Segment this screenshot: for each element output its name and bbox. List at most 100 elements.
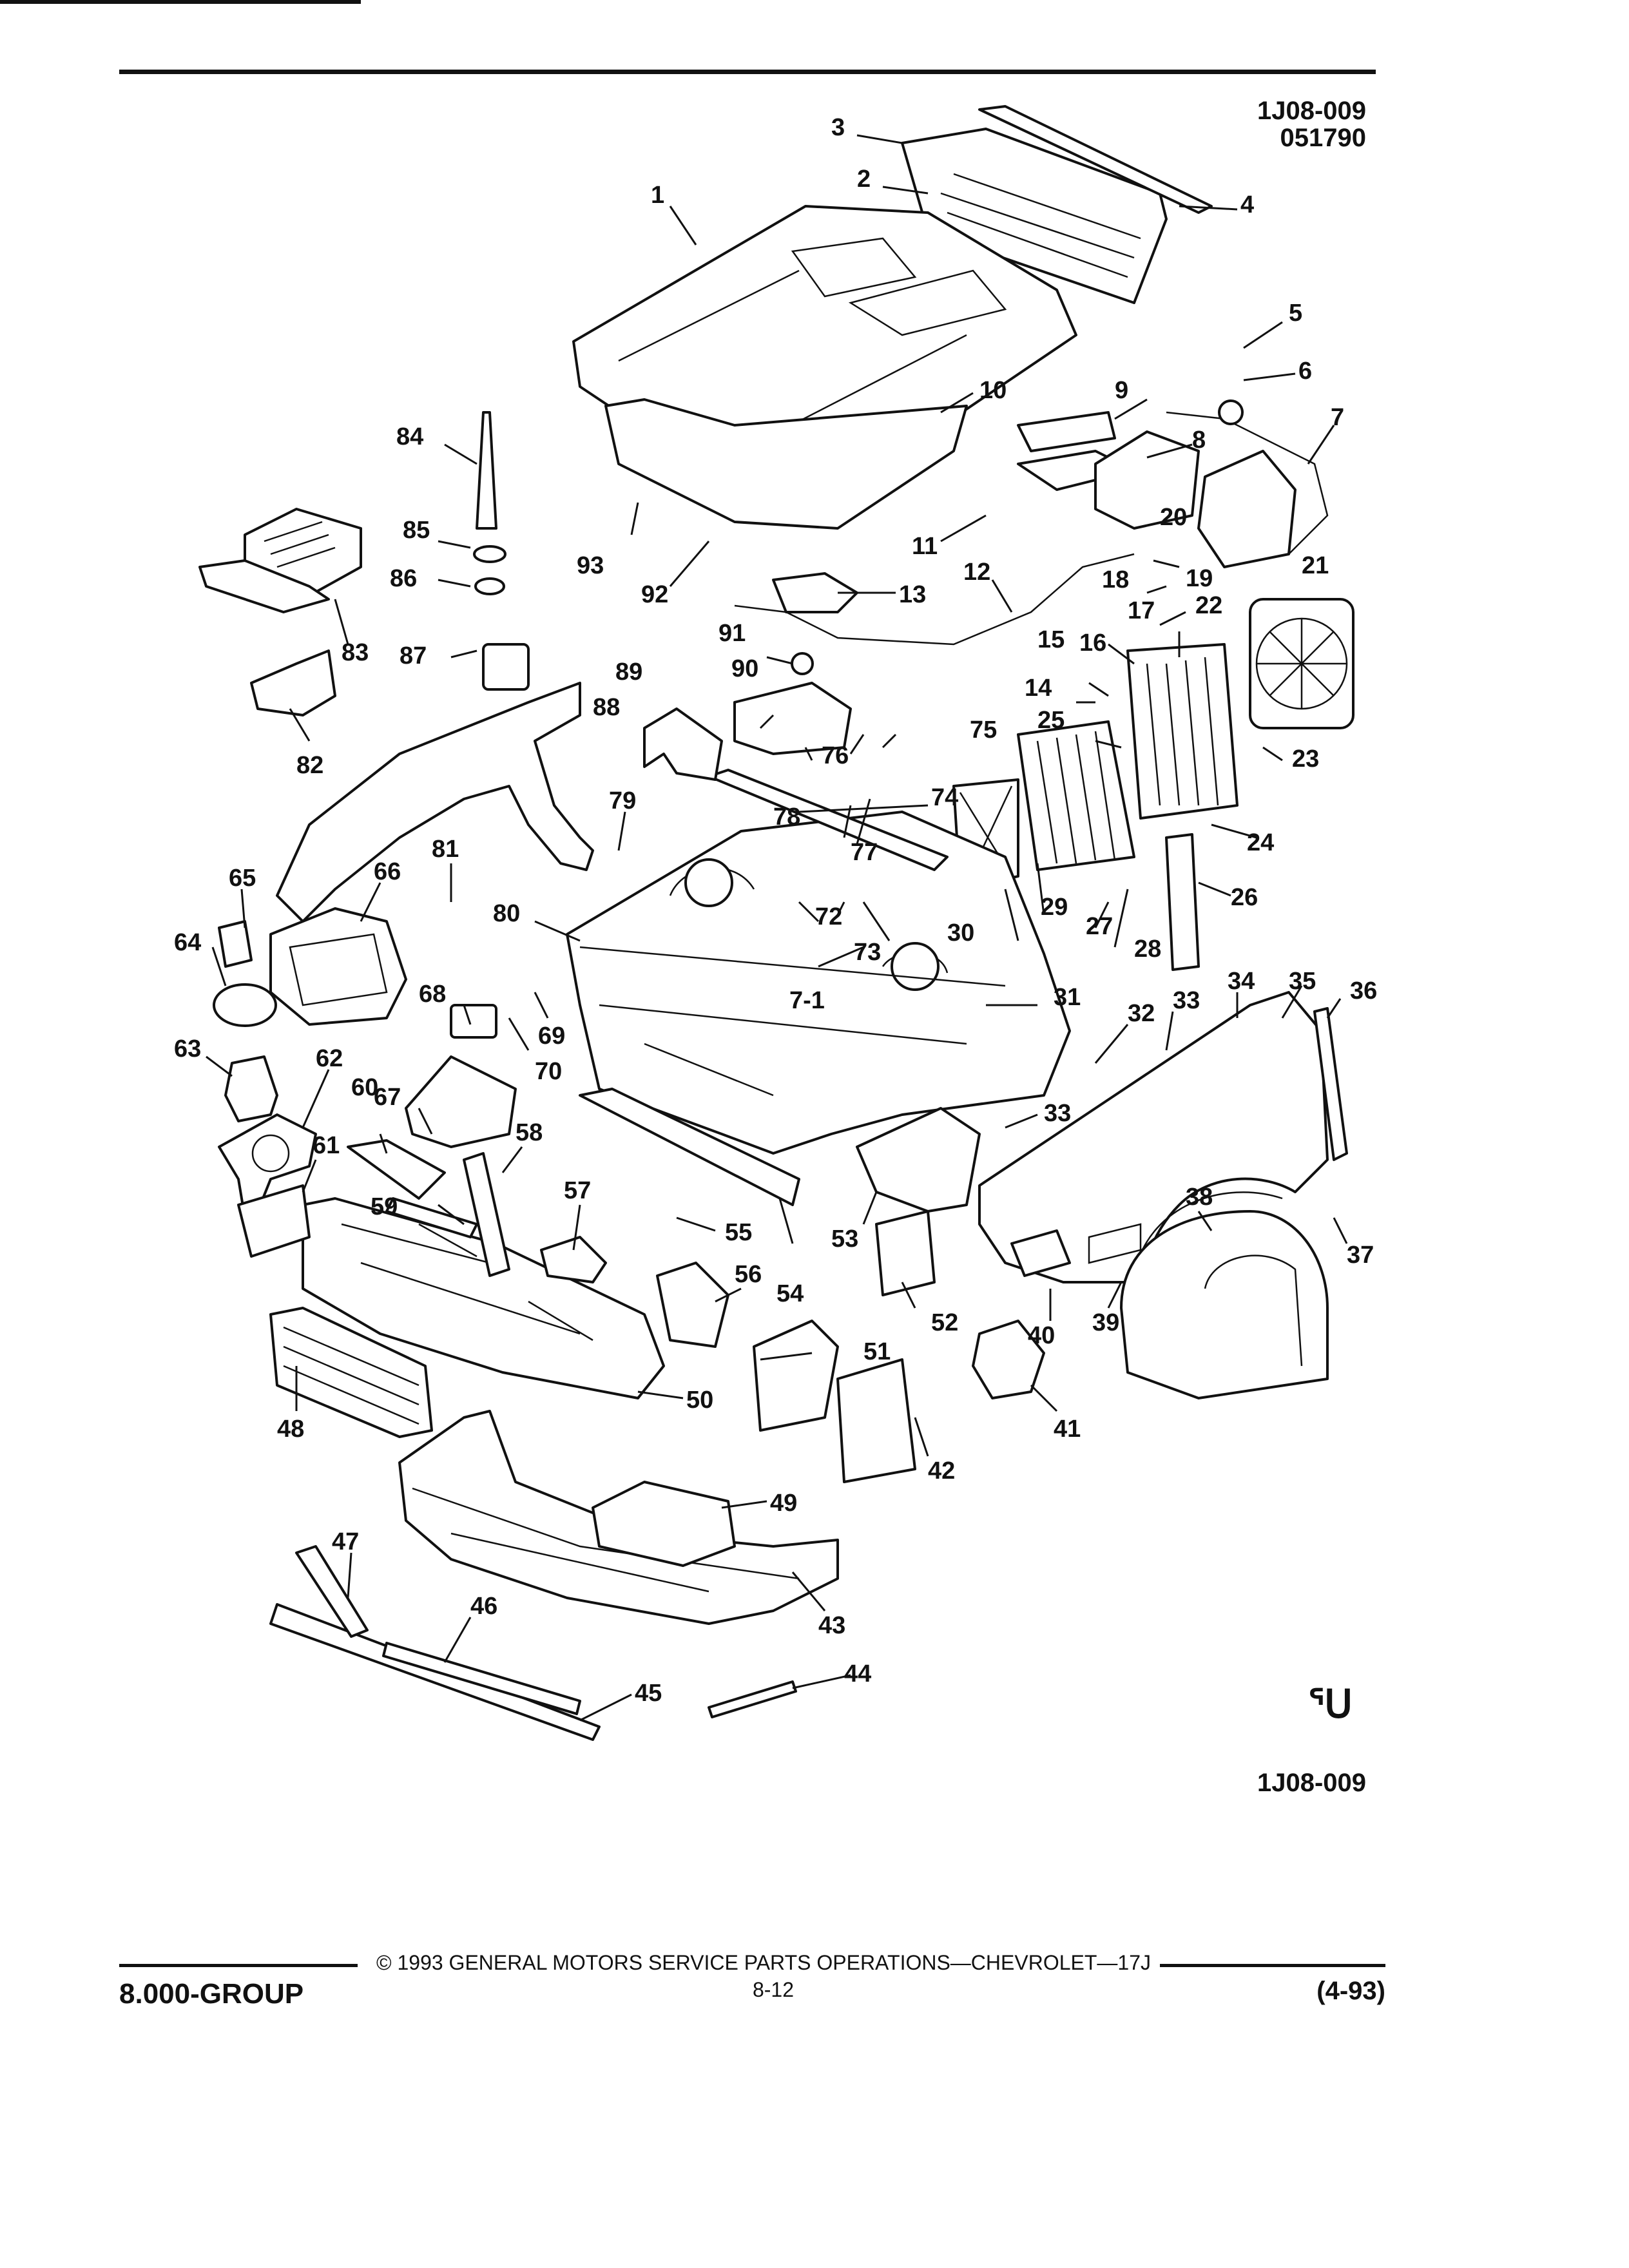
cowl-vent-slots [940,173,1141,278]
callout-51: 51 [863,1338,891,1365]
inner-fender-panel [276,682,594,923]
callout-30: 30 [947,919,974,947]
callout-61: 61 [313,1132,340,1159]
callout-59: 59 [371,1193,398,1220]
support-brace [385,1197,478,1238]
callout-7-1: 7-1 [789,987,825,1014]
callout-33-lower: 33 [1044,1100,1071,1127]
callout-40: 40 [1028,1322,1055,1349]
fan-blades [1257,619,1347,709]
callout-23: 23 [1292,745,1319,773]
callout-72: 72 [815,903,842,930]
header-code: 1J08-009 [1257,97,1366,125]
callout-8: 8 [1192,427,1206,454]
callout-82: 82 [296,752,323,779]
callout-28: 28 [1134,936,1161,963]
lower-grille [269,1307,433,1438]
callout-5: 5 [1289,300,1302,327]
callout-92: 92 [641,581,668,608]
callout-44: 44 [844,1660,871,1687]
callout-65: 65 [229,865,256,892]
callout-68: 68 [419,981,446,1008]
callout-7: 7 [1331,404,1344,431]
washer-cap [1218,399,1244,425]
callout-78: 78 [773,803,800,831]
footer-page-number: 8-12 [752,1978,795,2001]
brand-mark: ᕐᑌ [1308,1682,1353,1725]
junction-block [482,643,530,691]
callout-69: 69 [538,1023,565,1050]
callout-labels: 1 2 3 4 5 6 7 8 9 10 11 12 13 14 15 16 1… [174,114,1377,1707]
splash-panel [836,1358,916,1483]
callout-26: 26 [1231,884,1258,911]
antenna-nut [474,577,505,595]
callout-88: 88 [593,694,620,721]
front-spoiler-molding [382,1642,581,1715]
headlamp-housing-frame [289,933,388,1006]
callout-74: 74 [931,784,958,811]
callout-16: 16 [1079,629,1106,657]
fascia-crease [412,1487,800,1593]
callout-80: 80 [493,900,520,927]
callout-38: 38 [1186,1184,1213,1211]
side-baffle [1165,833,1200,971]
callout-84: 84 [396,423,423,450]
callout-21: 21 [1302,552,1329,579]
callout-90: 90 [731,655,758,682]
callout-60: 60 [351,1074,378,1101]
top-edge-rule [0,0,361,4]
callout-1: 1 [651,182,664,209]
callout-17: 17 [1128,597,1155,624]
callout-25: 25 [1037,707,1065,734]
callout-58: 58 [516,1119,543,1146]
lower-filler-panel [579,1088,800,1206]
callout-31: 31 [1054,984,1081,1011]
callout-93: 93 [577,552,604,579]
headlamp-housing [269,907,407,1026]
callout-9: 9 [1115,377,1128,404]
callout-19: 19 [1186,565,1213,592]
callout-29: 29 [1041,894,1068,921]
fog-lamp-lens [251,1134,290,1173]
callout-14: 14 [1025,675,1052,702]
callout-36: 36 [1350,977,1377,1004]
header-date-code: 051790 [1280,124,1366,152]
figure-code: 1J08-009 [1257,1769,1366,1797]
callout-73: 73 [854,939,881,966]
radiator-core [1126,643,1239,820]
callout-47: 47 [332,1528,359,1555]
callout-37: 37 [1347,1242,1374,1269]
callout-86: 86 [390,565,417,592]
callout-56: 56 [735,1261,762,1288]
bumper-impact-bar-cutouts [341,1223,593,1341]
spoiler-end-cap [295,1545,369,1638]
lower-grille-slats [283,1326,419,1425]
parking-lamp-assembly [592,1481,736,1567]
washer-hose [1166,411,1329,555]
fog-lamp-bucket [218,1113,317,1219]
reservoir-cap [791,652,814,675]
callout-83: 83 [342,639,369,666]
fender-rear-seal [1313,1007,1348,1161]
callout-18: 18 [1102,566,1129,593]
callout-13: 13 [899,581,926,608]
air-cleaner-bracket [643,707,723,781]
washer-reservoir [1197,450,1296,568]
callout-24: 24 [1247,829,1274,856]
callout-32: 32 [1128,1000,1155,1027]
callout-34: 34 [1228,968,1255,995]
fascia-support-bracket [540,1236,607,1283]
callout-54: 54 [776,1280,804,1307]
callout-64: 64 [174,929,201,956]
callout-52: 52 [931,1309,958,1336]
footer-rule-left [119,1964,358,1967]
callout-50: 50 [686,1387,713,1414]
headlamp-bulb-socket [213,983,277,1027]
callout-76: 76 [822,742,849,769]
header-rule [119,70,1376,74]
callout-57: 57 [564,1177,591,1204]
callout-63: 63 [174,1035,201,1062]
callout-62: 62 [316,1045,343,1072]
callout-81: 81 [432,836,459,863]
